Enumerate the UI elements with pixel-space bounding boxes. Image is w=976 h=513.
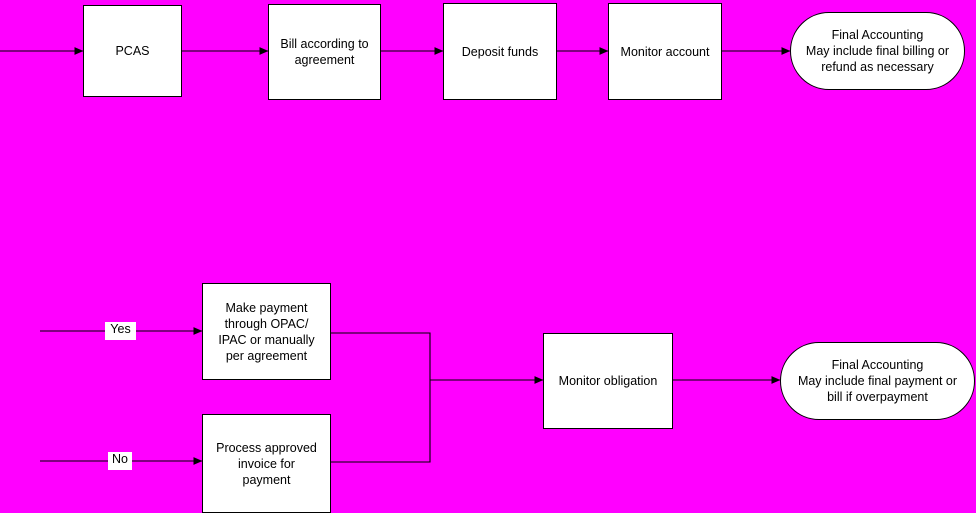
node-bill-according-to-agreement[interactable]: Bill according to agreement — [268, 4, 381, 100]
node-monitor-obligation-label: Monitor obligation — [558, 374, 658, 388]
node-make-payment-label: Make payment through OPAC/ IPAC or manua… — [218, 300, 315, 363]
node-make-payment[interactable]: Make payment through OPAC/ IPAC or manua… — [202, 283, 331, 380]
edge-make-payment-to-merge — [331, 332, 431, 380]
node-final-accounting-bottom[interactable]: Final Accounting May include final payme… — [780, 342, 975, 420]
node-final-accounting-top[interactable]: Final Accounting May include final billi… — [790, 12, 965, 90]
node-monitor-obligation[interactable]: Monitor obligation — [543, 333, 673, 429]
node-monitor-account-label: Monitor account — [620, 44, 710, 59]
node-process-approved-invoice-label: Process approved invoice for payment — [216, 440, 317, 487]
node-process-approved-invoice[interactable]: Process approved invoice for payment — [202, 414, 331, 513]
edge-label-no: No — [108, 452, 132, 470]
node-final-accounting-top-label: Final Accounting May include final billi… — [805, 28, 950, 74]
node-monitor-account[interactable]: Monitor account — [608, 3, 722, 100]
node-bill-according-to-agreement-label: Bill according to agreement — [280, 37, 369, 67]
node-deposit-funds-label: Deposit funds — [461, 44, 539, 59]
node-final-accounting-bottom-label: Final Accounting May include final payme… — [797, 358, 958, 404]
edge-label-yes: Yes — [105, 322, 136, 340]
edge-process-invoice-to-merge — [331, 380, 431, 463]
node-deposit-funds[interactable]: Deposit funds — [443, 3, 557, 100]
node-pcas[interactable]: PCAS — [83, 5, 182, 97]
node-pcas-label: PCAS — [115, 44, 150, 58]
